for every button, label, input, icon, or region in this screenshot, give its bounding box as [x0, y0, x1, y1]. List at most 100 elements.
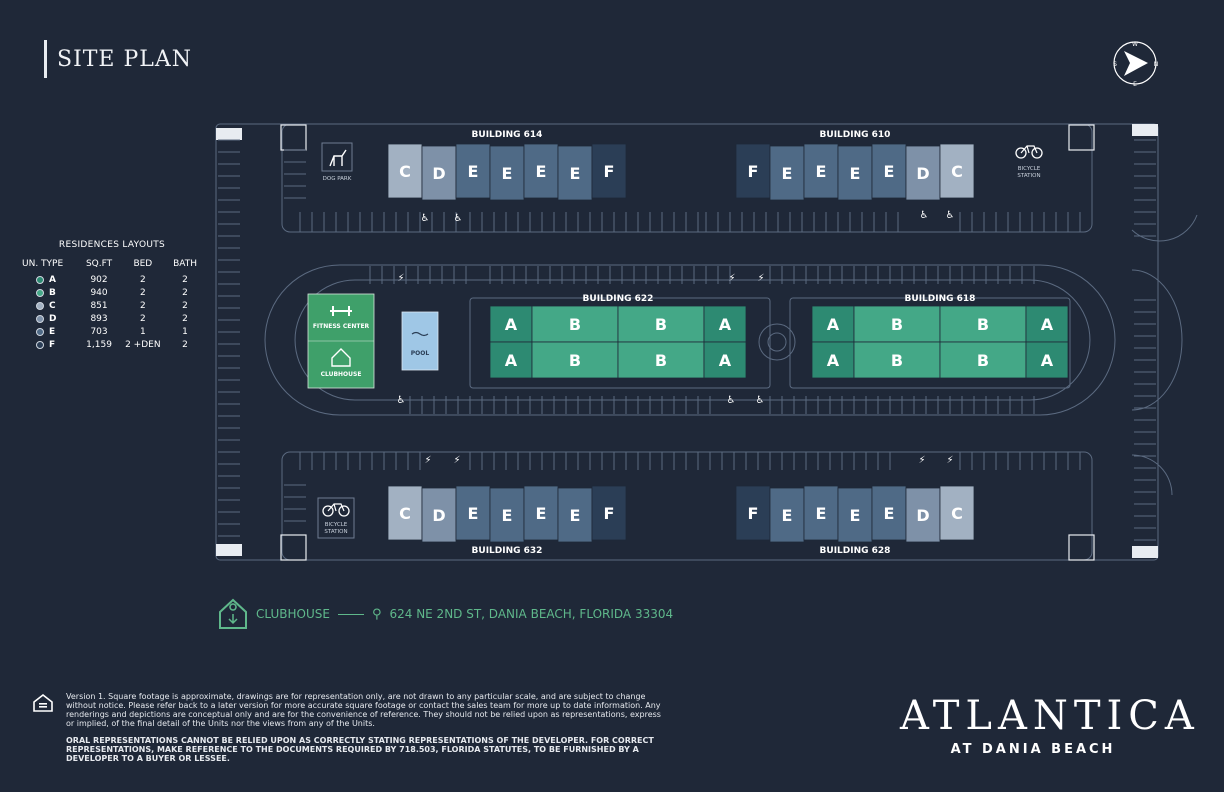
legend-sqft: 893 [90, 314, 108, 324]
accessible-icon: ♿ [920, 210, 929, 221]
unit-label: F [748, 162, 759, 181]
unit-block [591, 485, 627, 541]
fitness-center-label: FITNESS CENTER [313, 323, 370, 330]
legend-type-label: E [49, 327, 56, 337]
unit-e: E [523, 143, 559, 199]
unit-label: A [1041, 351, 1054, 370]
unit-e: E [455, 485, 491, 541]
unit-e: E [803, 485, 839, 541]
entrance-pad [1132, 124, 1158, 136]
unit-label: A [505, 351, 518, 370]
unit-label: E [884, 504, 895, 523]
unit-label: C [951, 504, 963, 523]
address-bar: CLUBHOUSE ⚲ 624 NE 2ND ST, DANIA BEACH, … [216, 596, 673, 632]
unit-e: E [837, 145, 873, 201]
legend-type-label: C [49, 301, 56, 311]
bicycle-wheel [338, 505, 350, 517]
unit-block [455, 485, 491, 541]
legend-swatch [36, 275, 44, 284]
central-loop-inner [294, 279, 1091, 401]
unit-e: E [769, 487, 805, 543]
unit-label: E [570, 164, 581, 183]
unit-b: B [617, 341, 705, 379]
unit-block [735, 485, 771, 541]
unit-block [871, 485, 907, 541]
unit-label: D [432, 164, 445, 183]
unit-e: E [489, 487, 525, 543]
entrance-pad [216, 128, 242, 140]
page-title-block: SITE PLAN [44, 40, 192, 78]
unit-label: E [850, 164, 861, 183]
location-pin-icon: ⚲ [371, 606, 382, 622]
unit-d: D [421, 487, 457, 543]
unit-label: E [468, 504, 479, 523]
unit-label: B [977, 315, 989, 334]
unit-label: C [399, 504, 411, 523]
unit-b: B [617, 305, 705, 343]
bicycle-label-line1: BICYCLE [1018, 166, 1041, 172]
unit-f: F [591, 485, 627, 541]
accessible-icon: ♿ [421, 213, 430, 224]
unit-block [1025, 341, 1069, 379]
building-618-pad [789, 297, 1071, 389]
unit-block [591, 143, 627, 199]
legend-type-label: B [49, 288, 56, 298]
legend-bath: 2 [182, 275, 188, 285]
site-roads [215, 123, 1198, 561]
legend-bed: 2 [139, 288, 146, 298]
unit-d: D [421, 145, 457, 201]
legend-bath: 2 [182, 301, 188, 311]
bicycle-label-line2: STATION [1017, 173, 1040, 179]
legend-type: C [22, 301, 80, 314]
legend-type: B [22, 288, 80, 301]
accessible-icon: ♿ [727, 395, 736, 406]
unit-block [735, 143, 771, 199]
ev-charging-icon: ⚡ [946, 455, 953, 466]
bicycle-icon [322, 505, 334, 517]
entrance-pad [216, 544, 242, 556]
legend-type: D [22, 314, 80, 327]
unit-a: A [811, 341, 855, 379]
pool-block [401, 311, 439, 371]
dog-park: DOG PARK [321, 142, 353, 182]
unit-e: E [489, 145, 525, 201]
accessible-icon: ♿ [397, 395, 406, 406]
ev-charging-icon: ⚡ [728, 273, 735, 284]
unit-label: C [399, 162, 411, 181]
bicycle-label-line1: BICYCLE [325, 522, 348, 528]
unit-a: A [1025, 341, 1069, 379]
dog-park-frame [321, 142, 353, 172]
unit-block [853, 341, 941, 379]
unit-a: A [703, 305, 747, 343]
compass-arrow [1124, 51, 1148, 76]
unit-b: B [939, 305, 1027, 343]
address-clubhouse-label: CLUBHOUSE [256, 607, 330, 621]
unit-label: F [604, 162, 615, 181]
pool: POOL [401, 311, 439, 371]
accessible-icon: ♿ [454, 213, 463, 224]
legend-bath: 2 [182, 314, 188, 324]
unit-a: A [1025, 305, 1069, 343]
unit-a: A [703, 341, 747, 379]
legend-bed: 2 [139, 314, 146, 324]
unit-b: B [531, 341, 619, 379]
ev-charging-icon: ⚡ [918, 455, 925, 466]
unit-label: A [505, 315, 518, 334]
unit-label: E [850, 506, 861, 525]
unit-e: E [557, 145, 593, 201]
unit-e: E [803, 143, 839, 199]
unit-block [421, 145, 457, 201]
unit-label: E [782, 506, 793, 525]
parking-stalls [218, 139, 1156, 541]
unit-f: F [591, 143, 627, 199]
disclaimer-legal: ORAL REPRESENTATIONS CANNOT BE RELIED UP… [66, 736, 654, 763]
brand-name: ATLANTICA [900, 693, 1200, 739]
unit-f: F [735, 485, 771, 541]
